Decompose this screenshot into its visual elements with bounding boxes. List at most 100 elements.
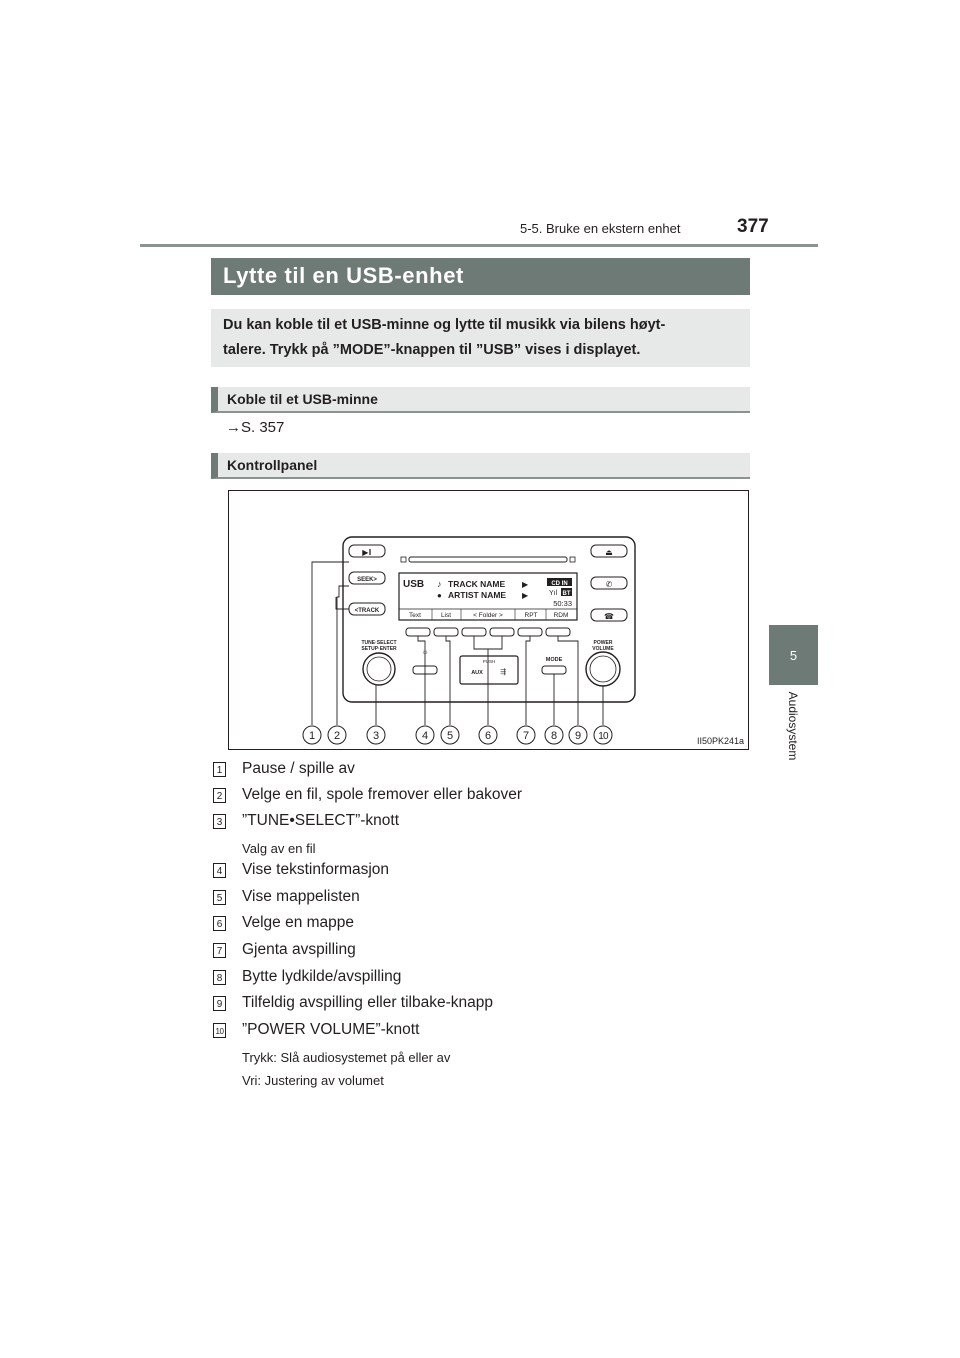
softkey-rdm-button[interactable] [545,627,571,637]
item-number-badge: 2 [213,788,226,803]
slot-indicator-right [569,556,576,563]
subheading-connect-text: Koble til et USB-minne [227,391,378,407]
item-number-badge: 4 [213,863,226,878]
item-number-badge: 1 [213,762,226,777]
callout-3-label: 3 [373,730,379,742]
seek-button[interactable] [348,571,386,585]
seek-label: SEEK> [357,577,377,583]
page-title-bar: Lytte til en USB-enhet [211,258,750,295]
display-track: TRACK NAME [448,579,505,589]
header-rule [140,244,818,247]
callout-8 [544,725,564,745]
phone-hangup-icon: ☎ [604,612,614,621]
page-number: 377 [737,216,769,237]
section-header: 5-5. Bruke en ekstern enhet [520,221,681,236]
callout-5 [440,725,460,745]
subheading-connect: Koble til et USB-minne [211,387,750,413]
item-text: Velge en fil, spole fremover eller bakov… [242,786,523,803]
artist-icon: ● [437,591,442,600]
callout-3 [366,725,386,745]
chapter-label: Audiosystem [786,691,800,761]
callout-4-label: 4 [422,730,428,742]
chapter-tab[interactable]: 5 [769,625,818,685]
phone-hangup-button[interactable] [590,608,628,622]
softkey-label-rpt: RPT [525,612,538,619]
usb-icon: ⇶ [500,668,506,676]
phone-pickup-button[interactable] [590,576,628,590]
cd-slot [408,556,568,563]
item-number-badge: 5 [213,890,226,905]
item-text: Tilfeldig avspilling eller tilbake-knapp [242,994,493,1011]
track-arrow-icon: ▶ [522,580,529,589]
item-number-badge: 8 [213,970,226,985]
aux-label: AUX [471,670,483,676]
mode-label: MODE [546,657,563,663]
aux-usb-port[interactable] [459,655,519,685]
callout-leader-lines [311,561,604,725]
mode-button[interactable] [541,665,567,675]
intro-line-1: Du kan koble til et USB-minne og lytte t… [223,317,666,333]
softkey-list-button[interactable] [433,627,459,637]
push-label: PUSH [483,659,496,664]
power-volume-knob[interactable] [585,651,621,687]
callout-numbers: 1 2 3 4 5 6 7 8 9 10 [302,725,613,745]
play-pause-icon: ▶‖ [362,548,371,557]
play-pause-button[interactable] [348,544,386,558]
softkey-rpt-button[interactable] [517,627,543,637]
callout-7 [516,725,536,745]
callout-6 [478,725,498,745]
item-text: Vise tekstinformasjon [242,861,390,878]
softkey-label-text: Text [409,612,421,619]
intro-line-2: talere. Trykk på ”MODE”-knappen til ”USB… [223,342,641,358]
eject-button[interactable] [590,544,628,558]
callout-4 [415,725,435,745]
item-text: Pause / spille av [242,760,355,777]
display-artist: ARTIST NAME [448,590,506,600]
bt-label: BT [563,591,571,597]
callout-5-label: 5 [447,730,453,742]
item-note: Valg av en fil [242,841,316,856]
bt-badge [561,588,572,596]
chapter-number: 5 [789,647,798,663]
tune-select-knob[interactable] [362,652,396,686]
display-screen [398,572,578,621]
subheading-panel-text: Kontrollpanel [227,457,318,473]
track-label: <TRACK [355,608,380,614]
volume-label: VOLUME [592,646,614,652]
callout-2-label: 2 [334,730,340,742]
power-label: POWER [594,640,613,646]
item-text: Bytte lydkilde/avspilling [242,968,402,985]
item-number-badge: 7 [213,943,226,958]
display-source: USB [403,579,424,590]
item-note: Vri: Justering av volumet [242,1073,384,1088]
figure-code: II50PK241a [696,736,744,746]
callout-8-label: 8 [551,730,557,742]
softkey-folder-down-button[interactable] [461,627,487,637]
setup-enter-label: SETUP·ENTER [361,646,397,652]
page-title: Lytte til en USB-enhet [223,263,464,288]
cd-in-badge [547,578,572,586]
eject-icon: ⏏ [605,548,613,557]
page-reference-link[interactable]: →S. 357 [226,419,285,436]
softkey-text-button[interactable] [405,627,431,637]
slot-indicator-left [400,556,407,563]
callout-1 [302,725,322,745]
display-time: 50:33 [553,599,572,608]
item-text: Vise mappelisten [242,888,360,905]
softkey-folder-up-button[interactable] [489,627,515,637]
tune-select-label: TUNE·SELECT [362,640,397,646]
cd-in-label: CD IN [551,581,567,587]
callout-7-label: 7 [523,730,529,742]
phone-pickup-icon: ✆ [606,580,613,589]
control-panel-figure: ▶‖ SEEK> <TRACK ⏏ ✆ ☎ USB ♪ TRACK NAME ▶… [228,490,749,750]
item-number-badge: 6 [213,916,226,931]
item-text: Gjenta avspilling [242,941,356,958]
callout-1-label: 1 [309,730,315,742]
callout-2 [327,725,347,745]
control-panel-illustration: ▶‖ SEEK> <TRACK ⏏ ✆ ☎ USB ♪ TRACK NAME ▶… [302,536,636,745]
softkey-label-rdm: RDM [554,612,569,619]
intro-box: Du kan koble til et USB-minne og lytte t… [211,309,750,367]
head-unit-outline [342,536,636,703]
note-icon: ♪ [437,579,442,589]
softkey-label-folder: < Folder > [473,612,503,619]
